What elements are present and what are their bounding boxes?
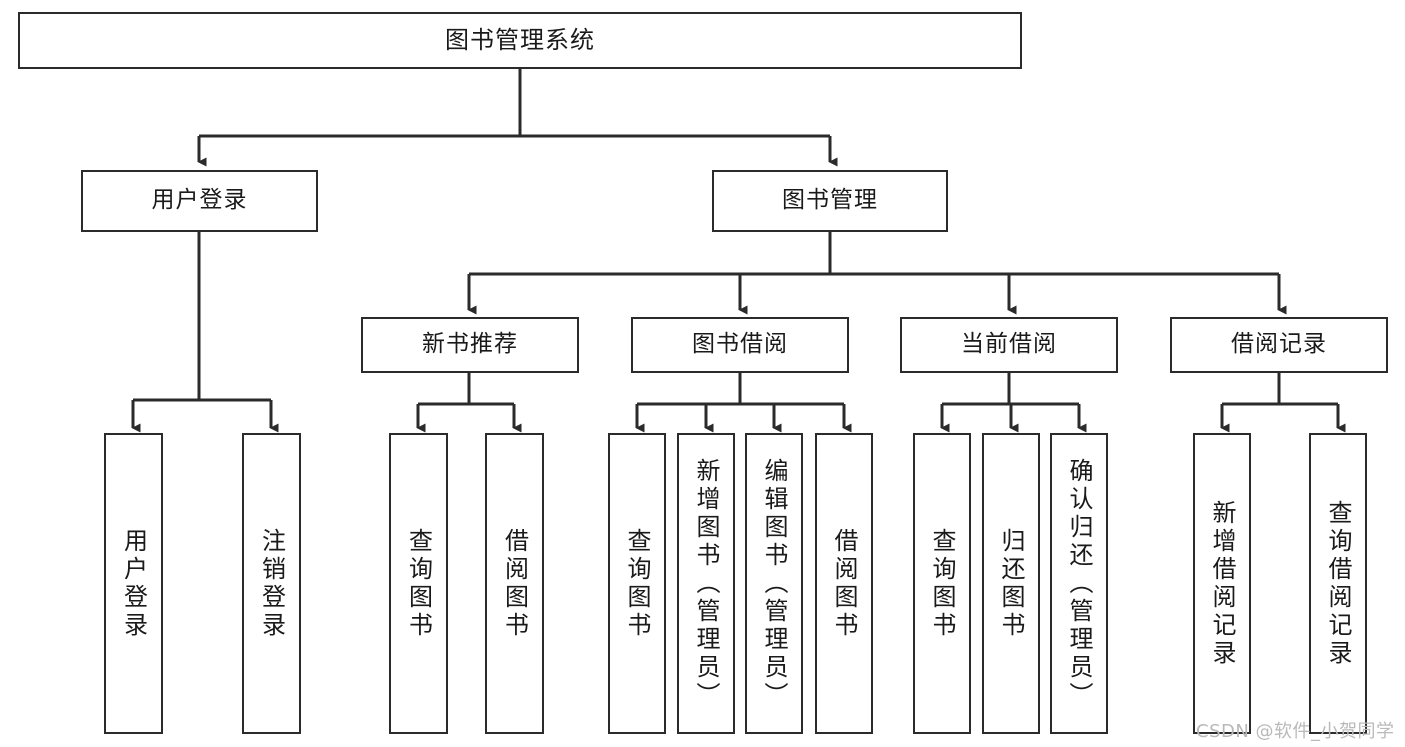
leaf-label: 查询图书 (928, 527, 956, 640)
leaf-add-book-admin[interactable]: 新增图书（管理员） (677, 433, 735, 734)
leaf-label: 注销登录 (257, 527, 286, 640)
leaf-query-book-borrow[interactable]: 查询图书 (608, 433, 666, 734)
leaf-label: 编辑图书（管理员） (760, 457, 788, 710)
leaf-label: 用户登录 (119, 527, 148, 640)
leaf-label: 借阅图书 (830, 527, 858, 640)
leaf-add-borrow-record[interactable]: 新增借阅记录 (1193, 433, 1251, 734)
leaf-label: 查询借阅记录 (1324, 499, 1352, 668)
leaf-borrow-book[interactable]: 借阅图书 (815, 433, 873, 734)
node-new-book-recommend[interactable]: 新书推荐 (361, 317, 579, 373)
node-root-system[interactable]: 图书管理系统 (18, 12, 1022, 69)
leaf-label: 查询图书 (623, 527, 651, 640)
leaf-label: 归还图书 (997, 527, 1025, 640)
node-borrow-record[interactable]: 借阅记录 (1170, 317, 1388, 373)
leaf-edit-book-admin[interactable]: 编辑图书（管理员） (745, 433, 803, 734)
leaf-confirm-return-admin[interactable]: 确认归还（管理员） (1050, 433, 1108, 734)
leaf-label: 借阅图书 (500, 527, 529, 640)
leaf-label: 查询图书 (404, 527, 433, 640)
leaf-query-book-current[interactable]: 查询图书 (913, 433, 971, 734)
node-book-borrow[interactable]: 图书借阅 (631, 317, 849, 373)
leaf-user-login[interactable]: 用户登录 (104, 433, 163, 734)
leaf-query-book-recommend[interactable]: 查询图书 (389, 433, 448, 734)
leaf-label: 新增图书（管理员） (692, 457, 720, 710)
leaf-label: 确认归还（管理员） (1065, 457, 1093, 710)
node-current-borrow[interactable]: 当前借阅 (900, 317, 1118, 373)
node-user-login[interactable]: 用户登录 (81, 170, 318, 232)
leaf-borrow-book-recommend[interactable]: 借阅图书 (485, 433, 544, 734)
leaf-label: 新增借阅记录 (1208, 499, 1236, 668)
leaf-return-book[interactable]: 归还图书 (982, 433, 1040, 734)
leaf-logout[interactable]: 注销登录 (242, 433, 301, 734)
csdn-watermark: CSDN @软件_小贺同学 (1196, 721, 1395, 742)
leaf-query-borrow-record[interactable]: 查询借阅记录 (1309, 433, 1367, 734)
node-book-management[interactable]: 图书管理 (712, 170, 948, 232)
